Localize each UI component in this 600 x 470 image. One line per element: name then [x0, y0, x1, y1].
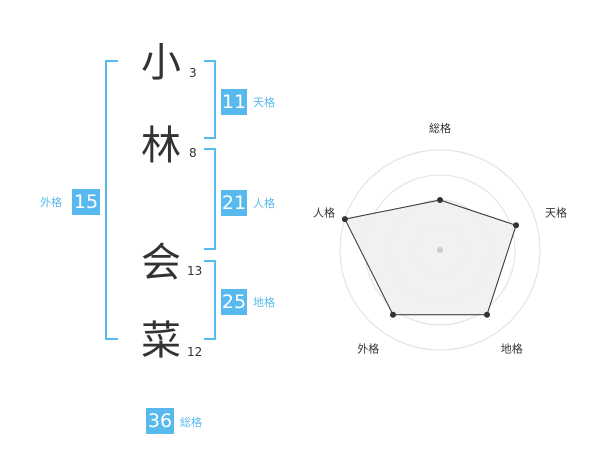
gaikaku-bracket — [105, 60, 118, 340]
radar-point — [341, 216, 348, 223]
chikaku-value: 25 — [221, 289, 247, 315]
radar-ring — [339, 149, 541, 351]
radar-point — [513, 222, 520, 229]
stroke-count-4: 12 — [187, 345, 203, 359]
radar-point — [437, 197, 443, 203]
jinkaku-value: 21 — [221, 190, 247, 216]
radar-axis-label: 人格 — [313, 205, 335, 219]
stroke-count-3: 13 — [187, 264, 203, 278]
name-char-4: 菜 — [141, 318, 181, 364]
radar-points — [341, 197, 520, 318]
tenkaku-value: 11 — [221, 89, 247, 115]
gaikaku-value: 15 — [72, 189, 100, 215]
jinkaku-label: 人格 — [253, 197, 275, 210]
tenkaku-bracket — [204, 60, 216, 139]
name-char-2: 林 — [141, 123, 181, 169]
jinkaku-bracket — [204, 148, 216, 250]
stroke-count-2: 8 — [189, 146, 197, 160]
stroke-count-1: 3 — [189, 66, 197, 80]
radar-axis-label: 天格 — [545, 205, 567, 219]
radar-axis-label: 総格 — [429, 121, 451, 135]
radar-center-dot — [437, 247, 443, 253]
tenkaku-label: 天格 — [253, 96, 275, 109]
chikaku-label: 地格 — [253, 296, 275, 309]
radar-point — [389, 311, 396, 318]
chikaku-bracket — [204, 260, 216, 340]
radar-axis-label: 外格 — [357, 342, 379, 356]
radar-point — [484, 311, 491, 318]
soukaku-value: 36 — [146, 408, 174, 434]
soukaku-label: 総格 — [180, 416, 202, 429]
name-char-3: 会 — [141, 240, 181, 286]
name-char-1: 小 — [141, 40, 181, 86]
radar-axis-label: 地格 — [501, 342, 523, 356]
radar-polygon — [344, 199, 517, 316]
gaikaku-label: 外格 — [40, 196, 62, 209]
